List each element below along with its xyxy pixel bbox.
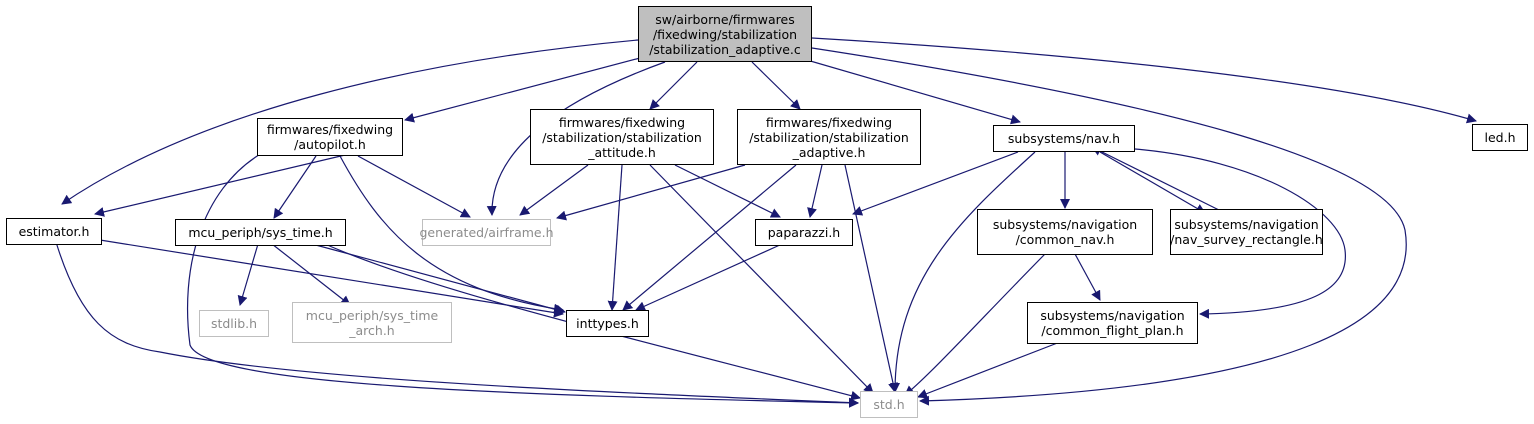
node-airframe-h[interactable]: generated/airframe.h xyxy=(419,219,554,246)
edge-systime-arch xyxy=(271,243,351,306)
edge-root-autopilot xyxy=(404,57,641,123)
edge-root-stab-attitude xyxy=(649,61,698,110)
edge-stabadp-paparazzi xyxy=(807,164,823,218)
edge-root-std xyxy=(811,47,1407,406)
node-line: firmwares/fixedwing xyxy=(266,122,394,137)
edge-nav-common-fp xyxy=(1134,148,1346,319)
node-line: /common_flight_plan.h xyxy=(1041,323,1184,338)
edge-survey-nav xyxy=(1091,146,1226,214)
edge-estimator-inttypes xyxy=(99,239,564,318)
node-line: /stabilization/stabilization xyxy=(542,129,702,145)
node-line: estimator.h xyxy=(18,224,90,239)
node-line: std.h xyxy=(873,397,905,412)
node-line: stdlib.h xyxy=(210,316,258,331)
node-line: /autopilot.h xyxy=(294,137,366,152)
edge-systime-stdlib xyxy=(237,243,259,306)
node-stabilization-adaptive-h[interactable]: firmwares/fixedwing /stabilization/stabi… xyxy=(737,109,921,165)
edge-paparazzi-inttypes xyxy=(635,243,783,311)
node-line: led.h xyxy=(1484,130,1516,145)
node-line: mcu_periph/sys_time xyxy=(305,307,439,323)
node-line: _attitude.h xyxy=(588,144,656,160)
node-line: _adaptive.h xyxy=(792,144,866,160)
node-common-flight-plan-h[interactable]: subsystems/navigation /common_flight_pla… xyxy=(1027,302,1198,344)
edge-stabatt-std xyxy=(649,164,874,394)
node-line: inttypes.h xyxy=(576,316,639,331)
edge-stabadp-airframe xyxy=(556,164,746,221)
edge-autopilot-std xyxy=(187,152,859,408)
node-inttypes-h[interactable]: inttypes.h xyxy=(566,310,649,337)
node-line: firmwares/fixedwing xyxy=(765,114,893,130)
node-estimator-h[interactable]: estimator.h xyxy=(6,218,102,245)
edge-systime-std xyxy=(324,243,861,401)
node-stdlib-h[interactable]: stdlib.h xyxy=(199,310,269,337)
node-line: generated/airframe.h xyxy=(419,225,554,240)
node-root-file[interactable]: sw/airborne/firmwares /fixedwing/stabili… xyxy=(638,6,812,62)
node-line: /fixedwing/stabilization xyxy=(652,26,798,42)
edge-autopilot-airframe xyxy=(357,155,471,218)
node-stabilization-attitude-h[interactable]: firmwares/fixedwing /stabilization/stabi… xyxy=(530,109,714,165)
node-line: subsystems/navigation xyxy=(992,217,1138,232)
node-line: /nav_survey_rectangle.h xyxy=(1170,232,1323,247)
edge-stabatt-airframe xyxy=(519,164,589,216)
edge-root-nav xyxy=(799,57,1021,125)
node-line: subsystems/nav.h xyxy=(1007,131,1121,146)
edge-estimator-std xyxy=(55,241,859,408)
edge-commonfp-std xyxy=(917,341,1061,399)
node-line: _arch.h xyxy=(349,322,395,338)
edge-stabatt-inttypes xyxy=(607,164,623,311)
node-led-h[interactable]: led.h xyxy=(1472,124,1528,151)
node-autopilot-h[interactable]: firmwares/fixedwing /autopilot.h xyxy=(257,118,403,156)
edge-stabadp-std xyxy=(844,164,898,393)
node-sys-time-h[interactable]: mcu_periph/sys_time.h xyxy=(175,219,346,246)
edge-commonnav-commonfp xyxy=(1074,253,1101,301)
node-line: /stabilization_adaptive.c xyxy=(649,41,801,57)
node-line: /common_nav.h xyxy=(1015,232,1115,247)
node-nav-survey-rectangle-h[interactable]: subsystems/navigation /nav_survey_rectan… xyxy=(1170,209,1323,255)
node-line: paparazzi.h xyxy=(767,225,841,240)
node-line: subsystems/navigation xyxy=(1174,217,1319,232)
node-paparazzi-h[interactable]: paparazzi.h xyxy=(755,219,853,246)
node-sys-time-arch-h[interactable]: mcu_periph/sys_time _arch.h xyxy=(292,302,452,343)
edge-autopilot-estimator xyxy=(94,154,346,217)
node-line: firmwares/fixedwing xyxy=(558,114,686,130)
node-line: /stabilization/stabilization xyxy=(749,129,909,145)
node-line: sw/airborne/firmwares xyxy=(655,11,795,27)
edge-nav-std xyxy=(890,151,1036,393)
edge-commonnav-std xyxy=(904,253,1046,396)
edge-root-stab-adaptive xyxy=(751,61,801,110)
edge-stabadp-inttypes xyxy=(622,164,797,311)
edge-nav-survey xyxy=(1099,151,1206,214)
node-line: subsystems/navigation xyxy=(1040,308,1185,323)
edge-autopilot-sys-time xyxy=(273,155,317,219)
node-common-nav-h[interactable]: subsystems/navigation /common_nav.h xyxy=(977,209,1153,255)
edge-autopilot-inttypes xyxy=(339,155,564,314)
node-std-h[interactable]: std.h xyxy=(860,391,918,418)
edge-stabatt-paparazzi xyxy=(674,164,781,218)
edge-root-led xyxy=(811,37,1477,124)
node-line: mcu_periph/sys_time.h xyxy=(188,225,333,240)
node-nav-h[interactable]: subsystems/nav.h xyxy=(993,125,1135,152)
edge-root-estimator xyxy=(61,39,639,205)
edge-nav-paparazzi xyxy=(852,151,1019,216)
